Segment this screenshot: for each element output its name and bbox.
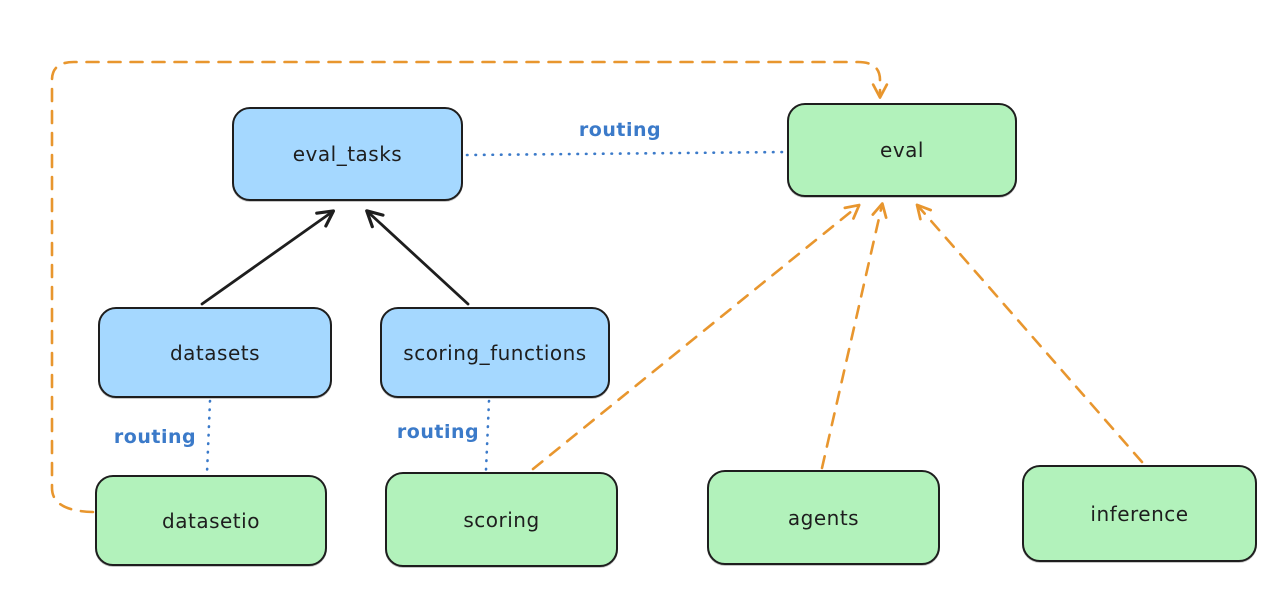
node-datasetio: datasetio [95,475,327,566]
edge-agents-to-eval [820,202,888,470]
node-eval: eval [787,103,1017,197]
edge-datasets-to-datasetio [205,399,212,475]
node-scoring: scoring [385,472,618,567]
node-inference-label: inference [1090,501,1189,526]
node-eval-tasks: eval_tasks [232,107,463,201]
node-agents-label: agents [787,505,860,530]
edge-scoring-functions-to-scoring [484,399,491,472]
node-scoring-functions-label: scoring_functions [403,340,587,365]
routing-label-datasets-datasetio: routing [113,426,197,448]
node-datasetio-label: datasetio [162,508,260,533]
node-agents: agents [707,470,940,565]
node-eval-label: eval [880,138,924,162]
node-inference: inference [1022,465,1257,562]
node-eval-tasks-label: eval_tasks [292,142,403,166]
node-datasets-label: datasets [169,340,261,365]
edge-inference-to-eval [915,203,1144,464]
routing-label-eval-tasks-eval: routing [578,119,662,141]
routing-label-scoring-functions-scoring: routing [396,421,480,443]
node-scoring-label: scoring [463,507,540,532]
node-datasets: datasets [98,307,332,398]
edge-datasets-to-eval-tasks [200,209,336,306]
node-scoring-functions: scoring_functions [380,307,610,398]
edge-scoring-functions-to-eval-tasks [365,209,470,306]
edge-eval-tasks-to-eval [465,150,787,157]
